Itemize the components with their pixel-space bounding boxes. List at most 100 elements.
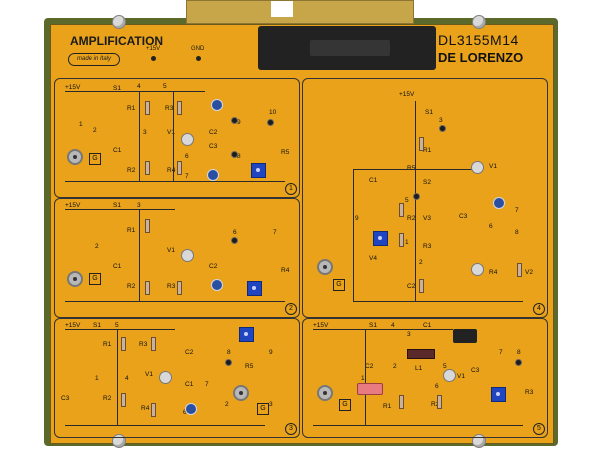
transistor-v2 xyxy=(471,263,484,276)
potentiometer-r3[interactable] xyxy=(373,231,388,246)
inductor-l1 xyxy=(407,349,435,359)
wire xyxy=(65,91,205,92)
label: 2 xyxy=(393,363,397,370)
label: S1 xyxy=(369,322,377,329)
label: 5 xyxy=(163,83,167,90)
output-bnc[interactable] xyxy=(233,385,249,401)
gnd-jack[interactable] xyxy=(196,56,201,61)
circuit-1-panel: +15V S1 4 5 R1 R3 C1 C2 9 10 1 2 3 V1 8 … xyxy=(54,78,300,198)
plus15v-jack[interactable] xyxy=(151,56,156,61)
label: V2 xyxy=(525,269,533,276)
label: 2 xyxy=(225,401,229,408)
brand-logo: DE LORENZO xyxy=(438,50,524,65)
resistor xyxy=(151,403,156,417)
label: S1 xyxy=(425,109,433,116)
resistor xyxy=(399,233,404,247)
label: R3 xyxy=(423,243,432,250)
board-title: AMPLIFICATION xyxy=(70,34,164,48)
wire xyxy=(65,329,175,330)
potentiometer-r5[interactable] xyxy=(251,163,266,178)
resistor xyxy=(145,281,150,295)
label: 7 xyxy=(515,207,519,214)
label: 1 xyxy=(405,239,409,246)
label: R2 xyxy=(127,167,136,174)
potentiometer[interactable] xyxy=(239,327,254,342)
label: R4 xyxy=(489,269,498,276)
label: C2 xyxy=(209,129,218,136)
circuit-number: 2 xyxy=(285,303,297,315)
label: V1 xyxy=(167,247,175,254)
label: 7 xyxy=(205,381,209,388)
input-bnc[interactable] xyxy=(317,385,333,401)
potentiometer-r4[interactable] xyxy=(247,281,262,296)
resistor xyxy=(419,137,424,151)
label: C1 xyxy=(369,177,378,184)
label: 6 xyxy=(233,229,237,236)
label: 8 xyxy=(515,229,519,236)
module-block xyxy=(453,329,477,343)
label: R1 xyxy=(127,105,136,112)
resistor xyxy=(145,219,150,233)
wire xyxy=(65,181,285,182)
electrolytic-capacitor xyxy=(211,99,223,111)
terminal[interactable] xyxy=(231,117,238,124)
resistor xyxy=(517,263,522,277)
label: 3 xyxy=(143,129,147,136)
model-code: DL3155M14 xyxy=(438,32,519,48)
electrolytic-capacitor xyxy=(211,279,223,291)
label: +15V xyxy=(65,84,81,91)
resistor xyxy=(145,161,150,175)
label: +15V xyxy=(313,322,329,329)
input-bnc[interactable] xyxy=(67,271,83,287)
wire xyxy=(415,101,416,301)
transistor-v1 xyxy=(471,161,484,174)
terminal[interactable] xyxy=(225,359,232,366)
label: 3 xyxy=(439,117,443,124)
label: R3 xyxy=(165,105,174,112)
transistor-v1 xyxy=(181,249,194,262)
resistor xyxy=(151,337,156,351)
resistor xyxy=(399,395,404,409)
label: R1 xyxy=(383,403,392,410)
terminal[interactable] xyxy=(439,125,446,132)
resistor xyxy=(419,279,424,293)
input-bnc[interactable] xyxy=(67,149,83,165)
circuit-2-panel: +15V S1 3 R1 C1 V1 6 7 2 R2 R3 C2 R4 G 2 xyxy=(54,198,300,318)
label: C1 xyxy=(423,322,432,329)
wire xyxy=(65,425,265,426)
label: 4 xyxy=(391,322,395,329)
label: 5 xyxy=(115,322,119,329)
circuit-3-panel: +15V S1 5 R1 R3 C2 8 9 1 4 C1 V1 R5 C3 R… xyxy=(54,318,300,438)
electrolytic-capacitor xyxy=(207,169,219,181)
label: C2 xyxy=(365,363,374,370)
label: 6 xyxy=(435,383,439,390)
electrolytic-capacitor xyxy=(185,403,197,415)
label: 9 xyxy=(269,349,273,356)
resistor xyxy=(437,395,442,409)
label: 7 xyxy=(499,349,503,356)
module-window xyxy=(310,40,390,56)
transistor-v1 xyxy=(443,369,456,382)
potentiometer-r3[interactable] xyxy=(491,387,506,402)
label: C2 xyxy=(407,283,416,290)
label: +15V xyxy=(65,202,81,209)
terminal[interactable] xyxy=(515,359,522,366)
label: R2 xyxy=(431,401,440,408)
label: 8 xyxy=(237,153,241,160)
label: +15V xyxy=(65,322,81,329)
terminal[interactable] xyxy=(267,119,274,126)
terminal[interactable] xyxy=(231,237,238,244)
input-bnc[interactable] xyxy=(317,259,333,275)
label: R5 xyxy=(281,149,290,156)
label: R3 xyxy=(525,389,534,396)
resistor xyxy=(121,393,126,407)
label: R4 xyxy=(167,167,176,174)
label: S1 xyxy=(93,322,101,329)
label: 6 xyxy=(185,153,189,160)
terminal[interactable] xyxy=(413,193,420,200)
label: 5 xyxy=(405,197,409,204)
wire xyxy=(313,425,523,426)
terminal[interactable] xyxy=(231,151,238,158)
generator-symbol: G xyxy=(89,153,101,165)
circuit-4-panel: +15V S1 3 R1 C1 V1 S2 5 R2 V3 6 C3 7 8 9… xyxy=(302,78,548,318)
